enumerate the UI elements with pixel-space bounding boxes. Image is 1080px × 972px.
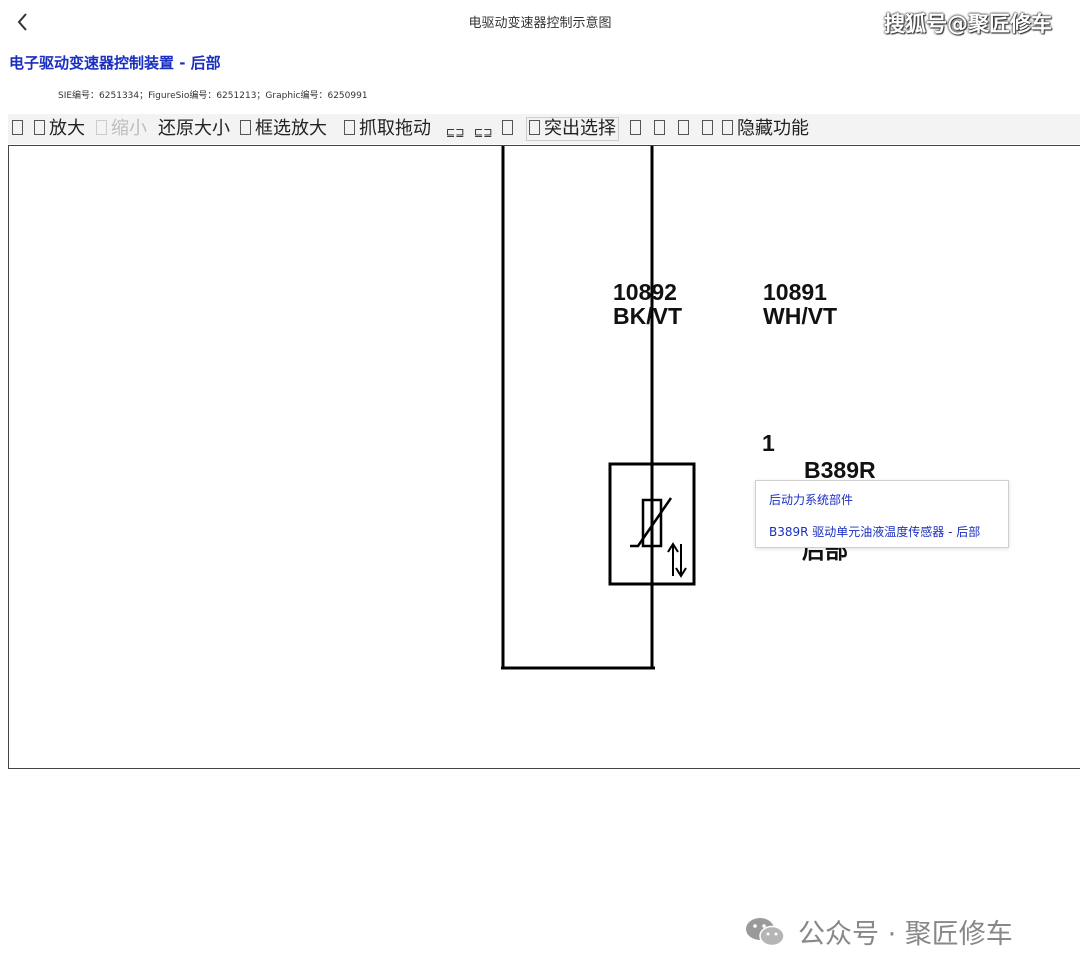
diagram-ids: SIE编号：6251334；FigureSio编号：6251213；Graphi… [58,91,368,101]
chevron-left-icon [17,13,27,31]
wire-right-color: WH/VT [763,303,838,329]
zoom-in-label: 放大 [49,118,85,139]
toolbar: 放大 缩小 还原大小 框选放大 抓取拖动 ⊑⊒ ⊑⊒ 突出选择 隐藏功能 [8,114,1080,144]
zoom-out-button[interactable]: 缩小 [96,118,147,140]
page-title: 电驱动变速器控制示意图 [468,16,612,31]
box-zoom-button[interactable]: 框选放大 [240,118,327,140]
diagram-canvas[interactable]: 10892 BK/VT 10891 WH/VT 1 B389R 后部 [8,145,1080,769]
tool-icon-d[interactable] [630,118,645,140]
wire-left-color: BK/VT [613,303,682,329]
zoom-out-label: 缩小 [111,118,147,139]
back-button[interactable] [12,8,34,36]
tool-icon-c[interactable] [502,118,517,140]
wire-left-number: 10892 [613,279,677,305]
tool-icon-f[interactable] [678,118,693,140]
tool-icon-a[interactable]: ⊑⊒ [446,126,465,139]
box-zoom-label: 框选放大 [255,118,327,139]
pan-label: 抓取拖动 [359,118,431,139]
highlight-button[interactable]: 突出选择 [526,117,619,141]
watermark-top: 搜狐号@聚匠修车 [884,12,1052,36]
watermark-bottom-text: 公众号 · 聚匠修车 [798,919,1013,950]
hide-button[interactable]: 隐藏功能 [722,118,809,140]
highlight-label: 突出选择 [544,118,616,139]
thermistor-slash [630,497,673,548]
hide-label: 隐藏功能 [737,118,809,139]
tool-icon-e[interactable] [654,118,669,140]
zoom-in-button[interactable]: 放大 [34,118,85,140]
component-popup: 后动力系统部件 B389R 驱动单元油液温度传感器 - 后部 [755,480,1009,548]
pan-button[interactable]: 抓取拖动 [344,118,431,140]
component-code[interactable]: B389R [804,457,876,483]
wire-right-number: 10891 [763,279,827,305]
tool-icon-g[interactable] [702,118,717,140]
wechat-icon [746,917,785,946]
popup-item-sensor[interactable]: B389R 驱动单元油液温度传感器 - 后部 [769,525,981,539]
toolbar-placeholder-icon[interactable] [12,118,27,140]
tool-icon-b[interactable]: ⊑⊒ [474,126,493,139]
wiring-diagram [501,146,696,670]
sensor-box [608,462,696,586]
pin-number: 1 [762,430,775,456]
diagram-title: 电子驱动变速器控制装置 - 后部 [9,54,221,72]
popup-item-system[interactable]: 后动力系统部件 [769,493,854,507]
watermark-bottom: 公众号 · 聚匠修车 [744,912,1013,951]
restore-size-label: 还原大小 [158,118,230,139]
restore-size-button[interactable]: 还原大小 [158,118,230,140]
thermistor-symbol [641,498,663,548]
